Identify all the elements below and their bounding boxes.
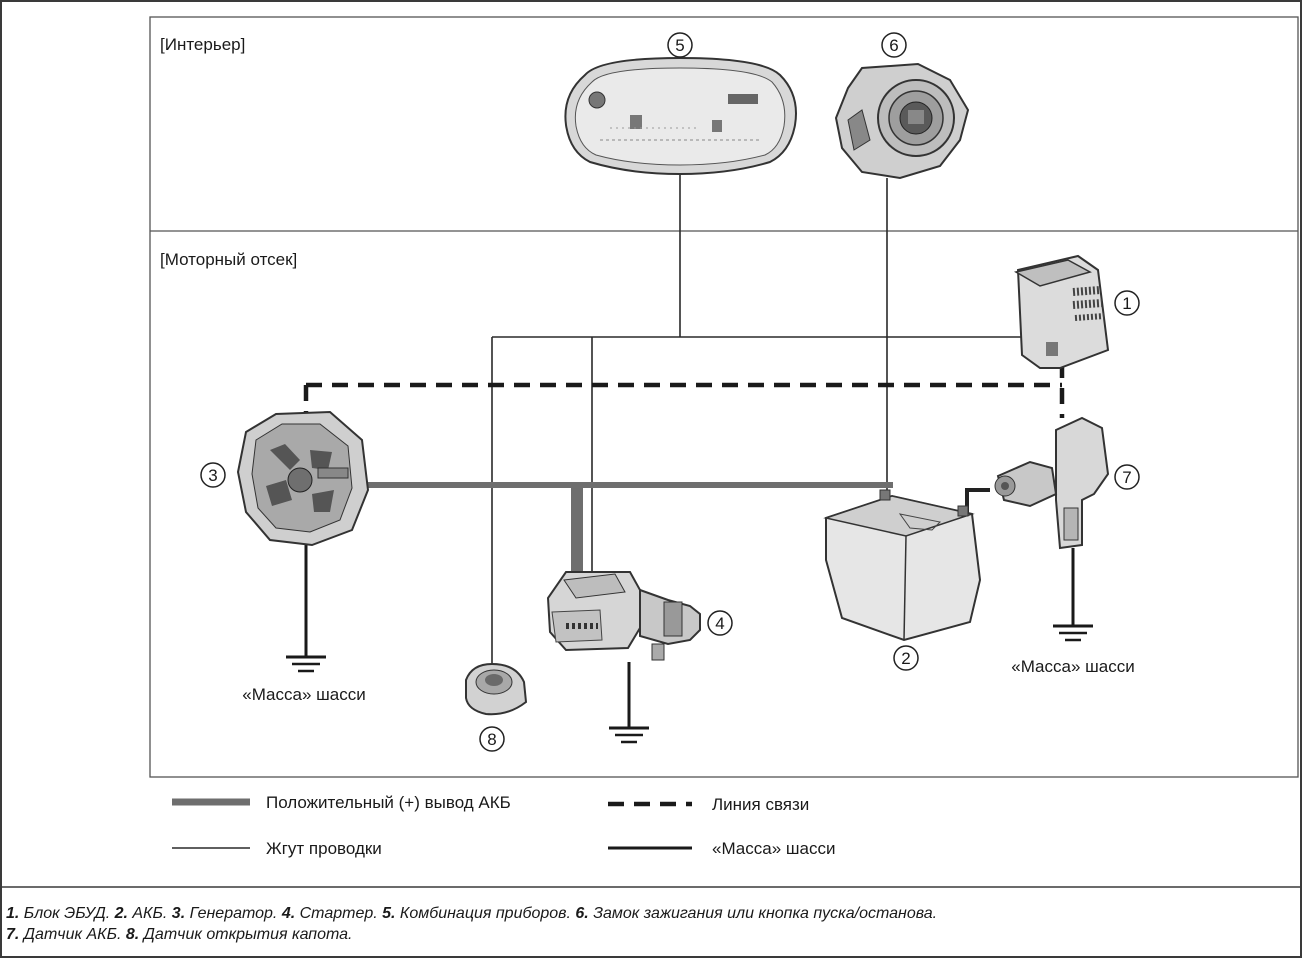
caption-text: Замок зажигания или кнопка пуска/останов… bbox=[588, 905, 938, 922]
callout-2-number: 2 bbox=[901, 649, 910, 668]
caption-text: АКБ. bbox=[127, 905, 172, 922]
positive-wires bbox=[365, 482, 893, 573]
callout-7-number: 7 bbox=[1122, 468, 1131, 487]
caption-text: Генератор. bbox=[185, 905, 282, 922]
ground-alternator bbox=[286, 545, 326, 673]
ground-sensor bbox=[1053, 548, 1093, 642]
caption-num: 8. bbox=[125, 926, 140, 943]
caption-num: 5. bbox=[382, 905, 396, 922]
caption-line-2: 7. Датчик АКБ. 8. Датчик открытия капота… bbox=[6, 924, 1296, 945]
caption-text: Датчик открытия капота. bbox=[139, 926, 353, 943]
callout-8: 8 bbox=[479, 726, 505, 752]
caption-num: 6. bbox=[575, 905, 589, 922]
ignition-switch-icon bbox=[834, 62, 970, 180]
callout-4-number: 4 bbox=[715, 614, 724, 633]
callout-4: 4 bbox=[707, 610, 733, 636]
caption-text: Датчик АКБ. bbox=[19, 926, 126, 943]
interior-section-label: [Интерьер] bbox=[160, 35, 245, 54]
ground-starter bbox=[609, 662, 649, 744]
callout-5-number: 5 bbox=[675, 36, 684, 55]
ground-label-right: «Масса» шасси bbox=[1011, 657, 1134, 676]
caption-num: 4. bbox=[281, 905, 296, 922]
instrument-cluster-icon bbox=[564, 56, 797, 176]
callout-6: 6 bbox=[881, 32, 907, 58]
caption-text: Комбинация приборов. bbox=[395, 905, 576, 922]
callout-1: 1 bbox=[1114, 290, 1140, 316]
alternator-icon bbox=[236, 410, 370, 547]
caption-num: 1. bbox=[6, 905, 20, 922]
callout-7: 7 bbox=[1114, 464, 1140, 490]
callout-2: 2 bbox=[893, 645, 919, 671]
caption-line-1: 1. Блок ЭБУД. 2. АКБ. 3. Генератор. 4. С… bbox=[6, 903, 1296, 924]
caption-text: Стартер. bbox=[295, 905, 383, 922]
comm-lines bbox=[303, 362, 1065, 418]
battery-sensor-icon bbox=[994, 416, 1110, 550]
caption-text: Блок ЭБУД. bbox=[19, 905, 115, 922]
callout-3: 3 bbox=[200, 462, 226, 488]
battery-sensor-link bbox=[965, 488, 990, 515]
engine-bay-section-label: [Моторный отсек] bbox=[160, 250, 297, 269]
ecu-icon bbox=[1013, 254, 1110, 369]
ground-label-left: «Масса» шасси bbox=[242, 685, 365, 704]
legend-harness-label: Жгут проводки bbox=[266, 839, 382, 858]
battery-icon bbox=[823, 489, 982, 642]
caption-num: 7. bbox=[6, 926, 20, 943]
hood-switch-icon bbox=[465, 662, 528, 716]
legend-positive-label: Положительный (+) вывод АКБ bbox=[266, 793, 511, 812]
harness-wires bbox=[491, 174, 1022, 665]
callout-6-number: 6 bbox=[889, 36, 898, 55]
legend: Положительный (+) вывод АКБ Жгут проводк… bbox=[172, 793, 835, 858]
figure-caption: 1. Блок ЭБУД. 2. АКБ. 3. Генератор. 4. С… bbox=[6, 903, 1296, 945]
diagram-box bbox=[149, 16, 1299, 778]
callout-8-number: 8 bbox=[487, 730, 496, 749]
starter-icon bbox=[546, 571, 701, 661]
caption-num: 3. bbox=[171, 905, 186, 922]
caption-num: 2. bbox=[114, 905, 128, 922]
callout-5: 5 bbox=[667, 32, 693, 58]
callout-3-number: 3 bbox=[208, 466, 217, 485]
legend-comm-label: Линия связи bbox=[712, 795, 809, 814]
callout-1-number: 1 bbox=[1122, 294, 1131, 313]
legend-ground-label: «Масса» шасси bbox=[712, 839, 835, 858]
